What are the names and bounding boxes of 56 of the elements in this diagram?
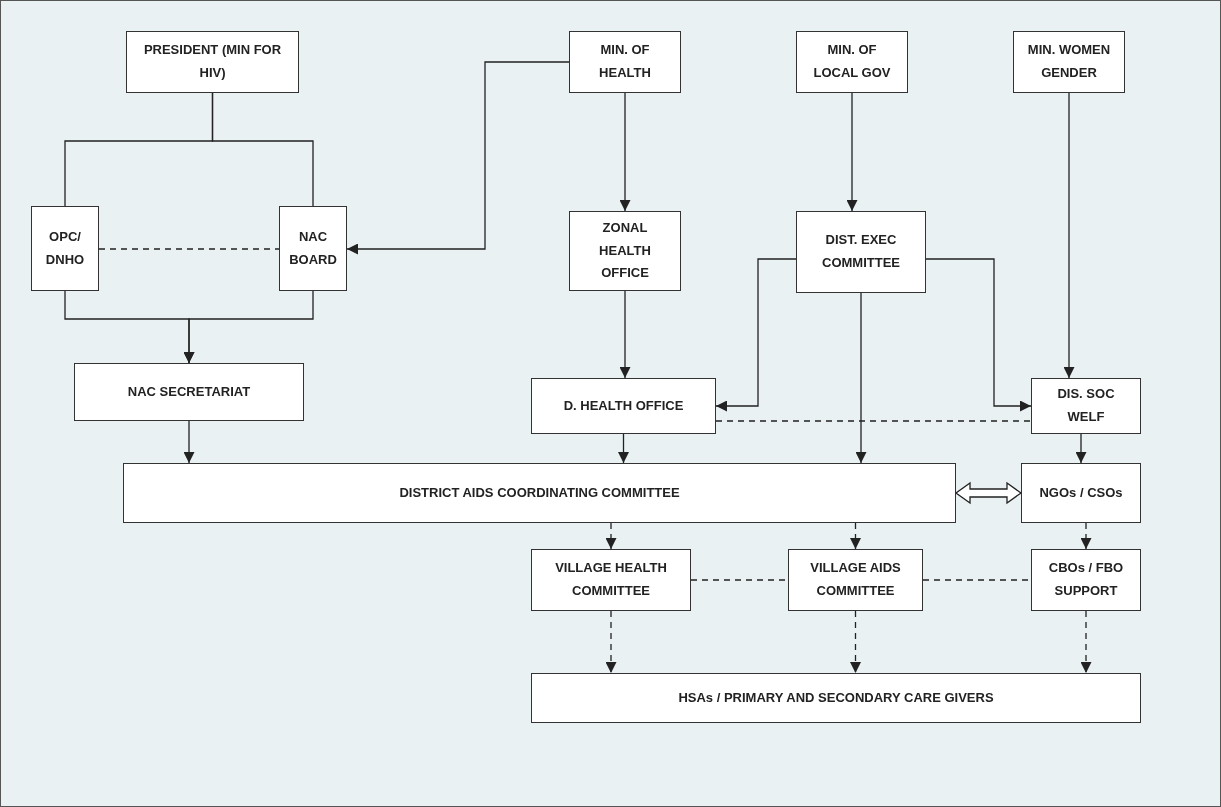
arrow (925, 258, 1032, 412)
box-label: CBOs / FBO SUPPORT (1047, 559, 1125, 600)
org-box (1021, 463, 1141, 523)
box-label: PRESIDENT (MIN FOR HIV) (142, 41, 283, 82)
org-box (31, 206, 99, 291)
box-label: OPC/ DNHO (44, 227, 86, 269)
box-label: DISTRICT AIDS COORDINATING COMMITTEE (399, 483, 680, 502)
org-box (126, 31, 299, 93)
org-box (1031, 378, 1141, 434)
connector-line (211, 92, 314, 207)
org-box (1013, 31, 1125, 93)
box-label: NGOs / CSOs (1039, 483, 1123, 502)
arrow (715, 258, 797, 412)
box-label: VILLAGE AIDS COMMITTEE (809, 559, 902, 600)
org-box (569, 31, 681, 93)
org-box (1031, 549, 1141, 611)
arrow (1080, 522, 1092, 550)
org-box (796, 211, 926, 293)
box-label: NAC SECRETARIAT (127, 382, 251, 401)
org-box (74, 363, 304, 421)
arrow (183, 290, 314, 364)
org-box (123, 463, 956, 523)
arrow (1063, 92, 1075, 379)
box-label: D. HEALTH OFFICE (563, 396, 684, 415)
box-label: MIN. OF HEALTH (598, 41, 652, 82)
org-box (531, 673, 1141, 723)
arrow (183, 420, 195, 464)
org-box (796, 31, 908, 93)
arrow (605, 610, 617, 674)
arrow (619, 92, 631, 212)
box-label: ZONAL HEALTH OFFICE (598, 218, 652, 283)
connector-line (715, 420, 1032, 422)
arrow (619, 290, 631, 379)
box-label: VILLAGE HEALTH COMMITTEE (554, 559, 668, 600)
box-label: MIN. WOMEN GENDER (1026, 41, 1112, 82)
box-label: MIN. OF LOCAL GOV (812, 41, 892, 82)
connector-line (98, 248, 280, 250)
org-box (569, 211, 681, 291)
org-box (788, 549, 923, 611)
arrow (850, 610, 861, 674)
box-label: DIS. SOC WELF (1056, 385, 1116, 426)
box-label: NAC BOARD (288, 227, 338, 269)
arrow (850, 522, 861, 550)
arrow (855, 292, 867, 464)
double-arrow (954, 481, 1023, 505)
arrow (346, 61, 570, 255)
org-box (531, 549, 691, 611)
box-label: DIST. EXEC COMMITTEE (821, 231, 901, 272)
org-box (531, 378, 716, 434)
arrow (618, 433, 629, 464)
arrow (1080, 610, 1092, 674)
box-label: HSAs / PRIMARY AND SECONDARY CARE GIVERS (678, 688, 994, 707)
arrow (846, 92, 858, 212)
arrow (605, 522, 617, 550)
arrow (1075, 433, 1087, 464)
org-box (279, 206, 347, 291)
